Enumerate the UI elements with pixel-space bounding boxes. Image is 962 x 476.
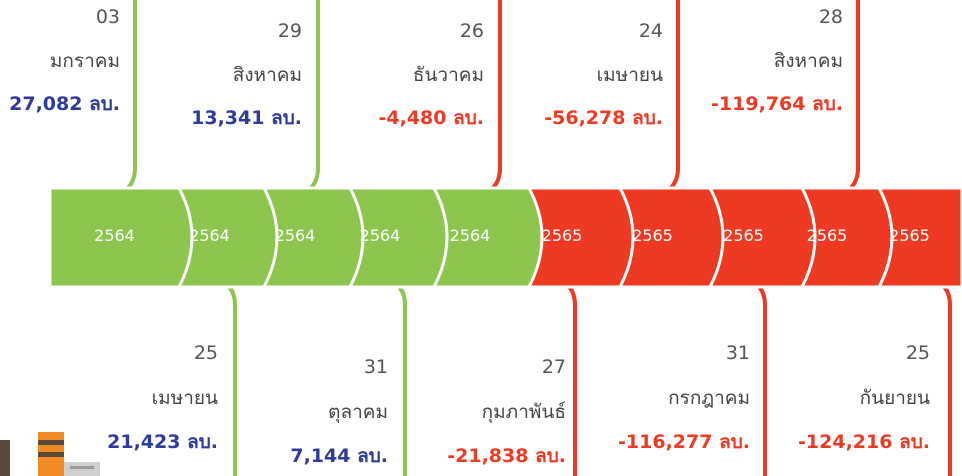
event-value: -116,277 ลบ. bbox=[618, 431, 750, 453]
event-value: -4,480 ลบ. bbox=[378, 107, 484, 129]
event-day: 31 bbox=[363, 356, 388, 378]
event-month: สิงหาคม bbox=[773, 50, 843, 72]
segment-year-label: 2564 bbox=[94, 226, 135, 245]
event-value: -21,838 ลบ. bbox=[447, 445, 566, 467]
segment-year-label: 2565 bbox=[632, 226, 673, 245]
event-day: 25 bbox=[905, 342, 930, 364]
event-value: 13,341 ลบ. bbox=[191, 107, 302, 129]
segment-year-label: 2564 bbox=[274, 226, 316, 245]
event-month: เมษายน bbox=[151, 387, 218, 409]
event-month: สิงหาคม bbox=[232, 64, 302, 86]
segment-year-label: 2564 bbox=[359, 226, 401, 245]
event-month: เมษายน bbox=[596, 64, 663, 86]
event-value: -56,278 ลบ. bbox=[544, 107, 663, 129]
event-month: มกราคม bbox=[49, 50, 120, 72]
event-value: -124,216 ลบ. bbox=[798, 431, 930, 453]
event-day: 03 bbox=[95, 6, 120, 28]
segment-year-label: 2564 bbox=[189, 226, 230, 245]
event-day: 29 bbox=[277, 20, 302, 42]
event-month: ธันวาคม bbox=[412, 64, 484, 86]
segment-year-label: 2565 bbox=[723, 226, 764, 245]
event-day: 27 bbox=[541, 356, 566, 378]
factory-icon bbox=[0, 432, 100, 476]
event-day: 26 bbox=[459, 20, 484, 42]
event-month: กันยายน bbox=[859, 387, 930, 409]
event-value: 7,144 ลบ. bbox=[290, 445, 388, 467]
segment-year-label: 2565 bbox=[889, 226, 930, 245]
event-value: 21,423 ลบ. bbox=[107, 431, 218, 453]
event-day: 31 bbox=[725, 342, 750, 364]
event-value: 27,082 ลบ. bbox=[9, 93, 120, 115]
event-month: ตุลาคม bbox=[328, 401, 388, 423]
event-day: 25 bbox=[193, 342, 218, 364]
event-month: กรกฎาคม bbox=[668, 387, 750, 409]
connector-line bbox=[927, 276, 952, 476]
year-segment bbox=[48, 186, 194, 289]
event-value: -119,764 ลบ. bbox=[711, 93, 843, 115]
segment-year-label: 2564 bbox=[449, 226, 491, 245]
event-day: 28 bbox=[818, 6, 843, 28]
event-month: กุมภาพันธ์ bbox=[481, 401, 566, 423]
segment-year-label: 2565 bbox=[541, 226, 583, 245]
segment-year-label: 2565 bbox=[806, 226, 848, 245]
year-segments bbox=[48, 186, 962, 289]
event-day: 24 bbox=[638, 20, 663, 42]
